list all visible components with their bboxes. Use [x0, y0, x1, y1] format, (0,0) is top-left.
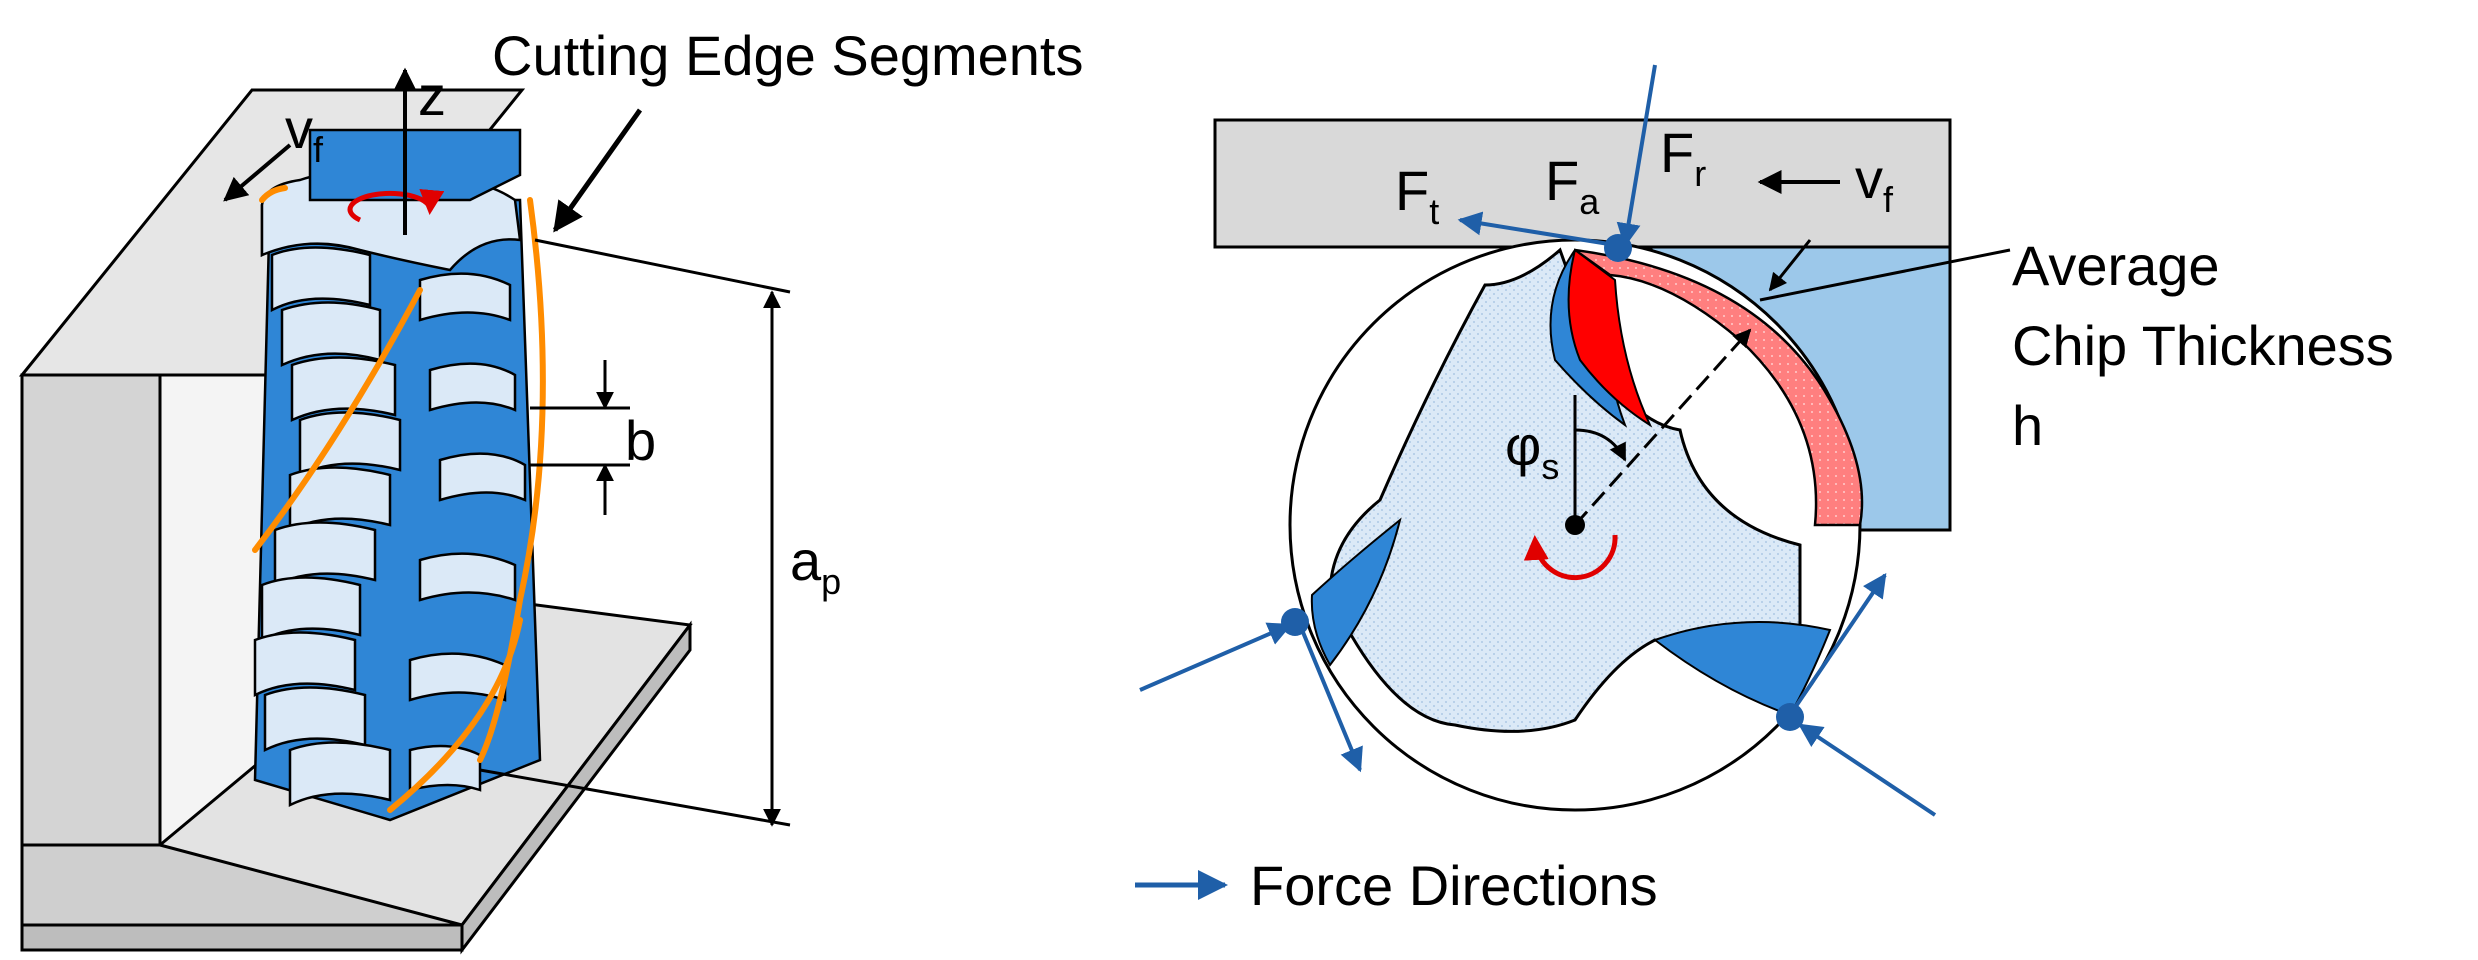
fa-label: Fa — [1545, 149, 1600, 222]
cutting-edge-curve-1 — [477, 197, 546, 763]
force-point-top — [1604, 234, 1632, 262]
ft-label: Ft — [1395, 159, 1439, 232]
ap-dimension — [479, 238, 791, 827]
wall-front-face — [20, 373, 162, 847]
right-section-view: φs Ft Fa Fr vf Average Chip Thickness h — [1135, 64, 2394, 917]
flute-left — [1310, 517, 1402, 667]
feed-label-left: vf — [285, 97, 324, 170]
force-arrows — [1139, 64, 1937, 817]
ap-label: ap — [790, 529, 841, 602]
tool-core — [1328, 247, 1802, 733]
rotation-arrow-right — [1523, 534, 1618, 580]
tool-stack — [253, 128, 542, 822]
cutting-edge-curves — [252, 185, 546, 813]
force-points — [1281, 234, 1804, 731]
phi-label: φs — [1505, 414, 1559, 487]
tool-segments — [253, 192, 402, 808]
cutting-edge-label: Cutting Edge Segments — [492, 24, 1083, 87]
avg-thickness-radius — [1573, 328, 1752, 527]
tool-top-channel — [308, 128, 522, 202]
cutting-edge-curve-4 — [259, 185, 288, 203]
tool-center — [1565, 515, 1585, 535]
force-point-left — [1281, 608, 1309, 636]
cutting-edge-pointer — [552, 108, 643, 233]
avg-thickness-line2: Chip Thickness — [2012, 314, 2394, 377]
force-point-right — [1776, 703, 1804, 731]
b-label: b — [625, 409, 656, 472]
cutting-edge-curve-2 — [252, 287, 423, 553]
feed-arrow-left — [223, 143, 292, 202]
z-axis-label: z — [418, 64, 446, 127]
chip — [1574, 248, 1864, 527]
feed-label-right: vf — [1855, 147, 1894, 220]
tool-segments-right — [408, 272, 527, 792]
cutting-edge-curve-3 — [387, 617, 523, 813]
avg-thickness-line3: h — [2012, 394, 2043, 457]
fr-label: Fr — [1660, 121, 1706, 194]
phi-arc — [1574, 428, 1627, 462]
avg-thickness-line1: Average — [2012, 234, 2220, 297]
avg-thickness-arrow — [1768, 239, 1812, 292]
avg-thickness-leader — [1759, 248, 2011, 302]
rotation-arrow-left — [347, 189, 445, 223]
floor-side — [20, 923, 464, 952]
legend-label: Force Directions — [1250, 854, 1658, 917]
left-3d-view: z vf Cutting Edge Segments b ap — [18, 24, 1083, 955]
flute-right — [1652, 621, 1832, 717]
chip-root — [1567, 248, 1653, 428]
b-dimension — [530, 360, 630, 515]
